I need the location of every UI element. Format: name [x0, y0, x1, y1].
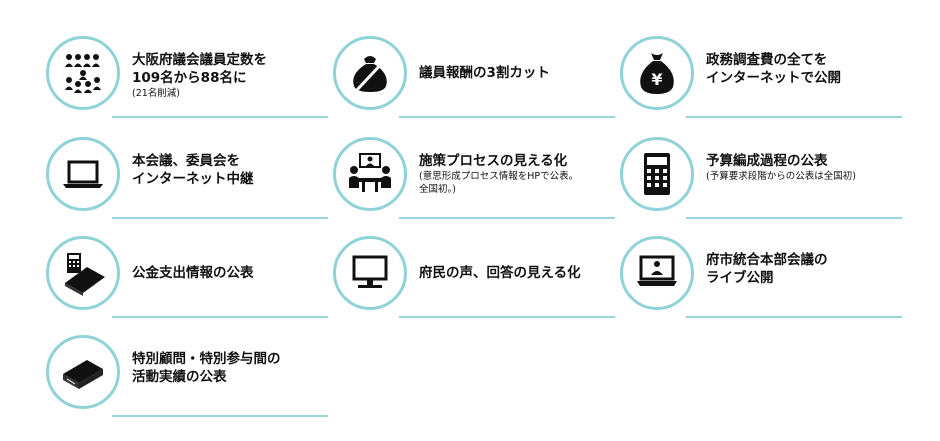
item-title-line1: 公金支出情報の公表: [132, 265, 254, 281]
item-5: 施策プロセスの見える化 (意思形成プロセス情報をHPで公表。 全国初。): [333, 137, 615, 221]
item-1: 大阪府議会議員定数を 109名から88名に (21名削減): [46, 36, 328, 120]
item-note: (予算要求段階からの公表は全国初): [706, 171, 856, 182]
divider: [686, 116, 902, 118]
divider: [686, 316, 902, 318]
item-title-line1: 府民の声、回答の見える化: [419, 265, 581, 281]
item-title-line2: ライブ公開: [706, 270, 774, 286]
people-icon: [46, 36, 120, 110]
item-2: 議員報酬の3割カット: [333, 36, 615, 120]
divider: [112, 316, 328, 318]
item-note: (21名削減): [132, 88, 181, 99]
item-6: 予算編成過程の公表 (予算要求段階からの公表は全国初): [620, 137, 902, 221]
item-title-line2: 活動実績の公表: [132, 369, 227, 385]
video-conference-icon: [620, 236, 694, 310]
item-title-line1: 本会議、委員会を: [132, 153, 240, 169]
divider: [112, 217, 328, 219]
item-9: 府市統合本部会議の ライブ公開: [620, 236, 902, 320]
divider: [112, 116, 328, 118]
item-4: 本会議、委員会を インターネット中継: [46, 137, 328, 221]
yen-bag-icon: ¥: [620, 36, 694, 110]
item-title-line2: インターネットで公開: [706, 70, 841, 86]
binder-icon: [46, 335, 120, 409]
item-title-line2: 109名から88名に: [132, 70, 247, 86]
item-title-line1: 特別顧問・特別参与間の: [132, 351, 281, 367]
item-title-line1: 施策プロセスの見える化: [419, 153, 568, 169]
item-7: 公金支出情報の公表: [46, 236, 328, 320]
item-note-line2: 全国初。): [419, 184, 456, 195]
item-title-line2: インターネット中継: [132, 171, 254, 187]
item-title-line1: 大阪府議会議員定数を: [132, 52, 267, 68]
item-title-line1: 予算編成過程の公表: [706, 153, 828, 169]
divider: [399, 316, 615, 318]
monitor-icon: [333, 236, 407, 310]
divider: [399, 116, 615, 118]
item-8: 府民の声、回答の見える化: [333, 236, 615, 320]
money-bag-cut-icon: [333, 36, 407, 110]
laptop-icon: [46, 137, 120, 211]
item-3: ¥ 政務調査費の全てを インターネットで公開: [620, 36, 902, 120]
item-note: (意思形成プロセス情報をHPで公表。: [419, 171, 579, 182]
item-title-line1: 政務調査費の全てを: [706, 52, 828, 68]
meeting-icon: [333, 137, 407, 211]
calculator-ledger-icon: [46, 236, 120, 310]
divider: [686, 217, 902, 219]
item-title-line1: 議員報酬の3割カット: [419, 65, 550, 81]
item-10: 特別顧問・特別参与間の 活動実績の公表: [46, 335, 328, 419]
divider: [112, 415, 328, 417]
item-title-line1: 府市統合本部会議の: [706, 252, 828, 268]
svg-text:¥: ¥: [651, 70, 662, 89]
calculator-icon: [620, 137, 694, 211]
divider: [399, 217, 615, 219]
